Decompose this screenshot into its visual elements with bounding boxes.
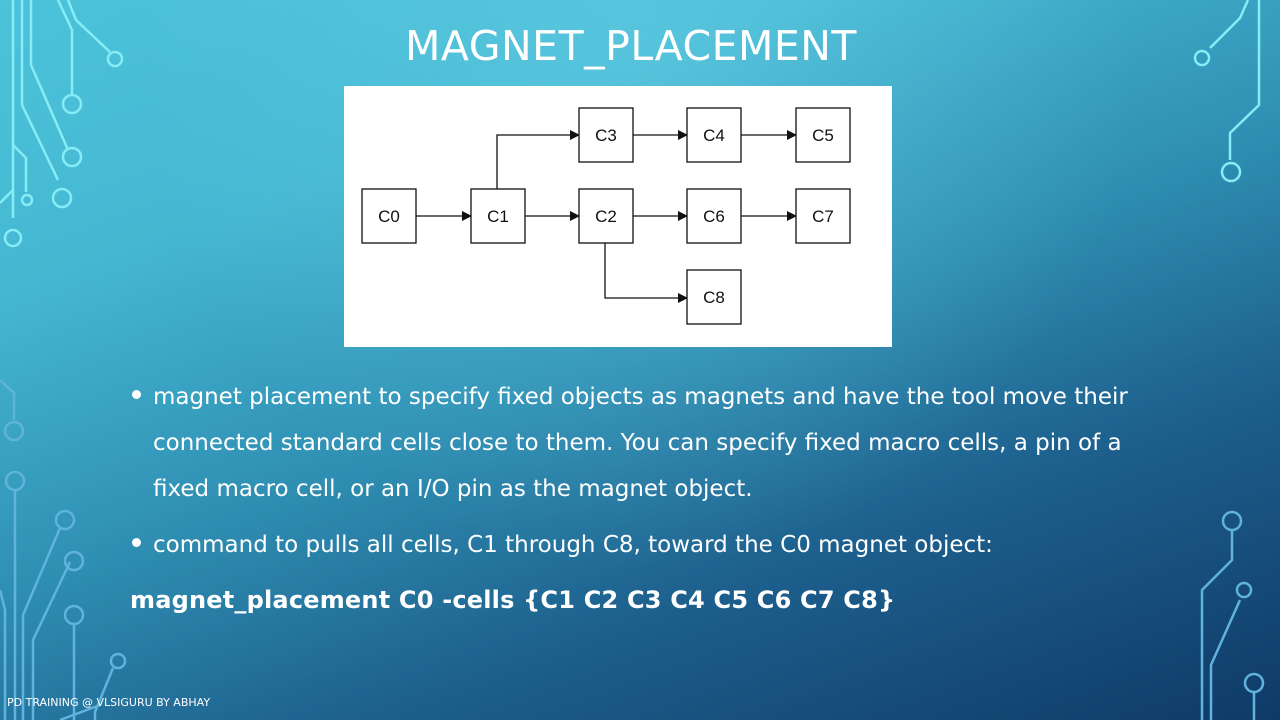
cell-box (470, 188, 526, 244)
cell-label: C3 (595, 126, 617, 145)
bullet-dot (132, 390, 141, 399)
cell-box (578, 188, 634, 244)
cell-c4: C4 (686, 107, 742, 163)
cell-c1: C1 (470, 188, 526, 244)
cell-label: C6 (703, 207, 725, 226)
edge-c2-to-c8 (604, 243, 688, 303)
cell-label: C0 (378, 207, 400, 226)
cell-label: C4 (703, 126, 725, 145)
cell-label: C1 (487, 207, 509, 226)
circuit-bottom-right (1200, 510, 1265, 720)
cell-box (578, 107, 634, 163)
cell-box (686, 269, 742, 325)
circuit-bottom-left (0, 379, 127, 720)
cell-label: C7 (812, 207, 834, 226)
bullet-item-description: magnet placement to specify fixed object… (130, 374, 1140, 512)
cell-c8: C8 (686, 269, 742, 325)
cell-c2: C2 (578, 188, 634, 244)
cell-box (795, 107, 851, 163)
bullet-text: magnet placement to specify fixed object… (153, 384, 1128, 502)
bullet-text: command to pulls all cells, C1 through C… (153, 532, 993, 558)
command-line: magnet_placement C0 -cells {C1 C2 C3 C4 … (130, 586, 896, 614)
cell-label: C8 (703, 288, 725, 307)
cell-label: C2 (595, 207, 617, 226)
cell-box (686, 188, 742, 244)
slide-title: MAGNET_PLACEMENT (405, 22, 857, 70)
bullet-dot (132, 538, 141, 547)
bullet-item-command-intro: command to pulls all cells, C1 through C… (130, 522, 1140, 568)
bullet-list: magnet placement to specify fixed object… (130, 374, 1140, 578)
cell-c6: C6 (686, 188, 742, 244)
edge-c1-to-c3 (496, 130, 580, 189)
cell-label: C5 (812, 126, 834, 145)
cell-c0: C0 (361, 188, 417, 244)
cell-c7: C7 (795, 188, 851, 244)
cell-c3: C3 (578, 107, 634, 163)
cell-c5: C5 (795, 107, 851, 163)
cell-box (361, 188, 417, 244)
cell-box (795, 188, 851, 244)
footer-credit: PD TRAINING @ VLSIGURU BY ABHAY (7, 696, 211, 709)
cell-box (686, 107, 742, 163)
